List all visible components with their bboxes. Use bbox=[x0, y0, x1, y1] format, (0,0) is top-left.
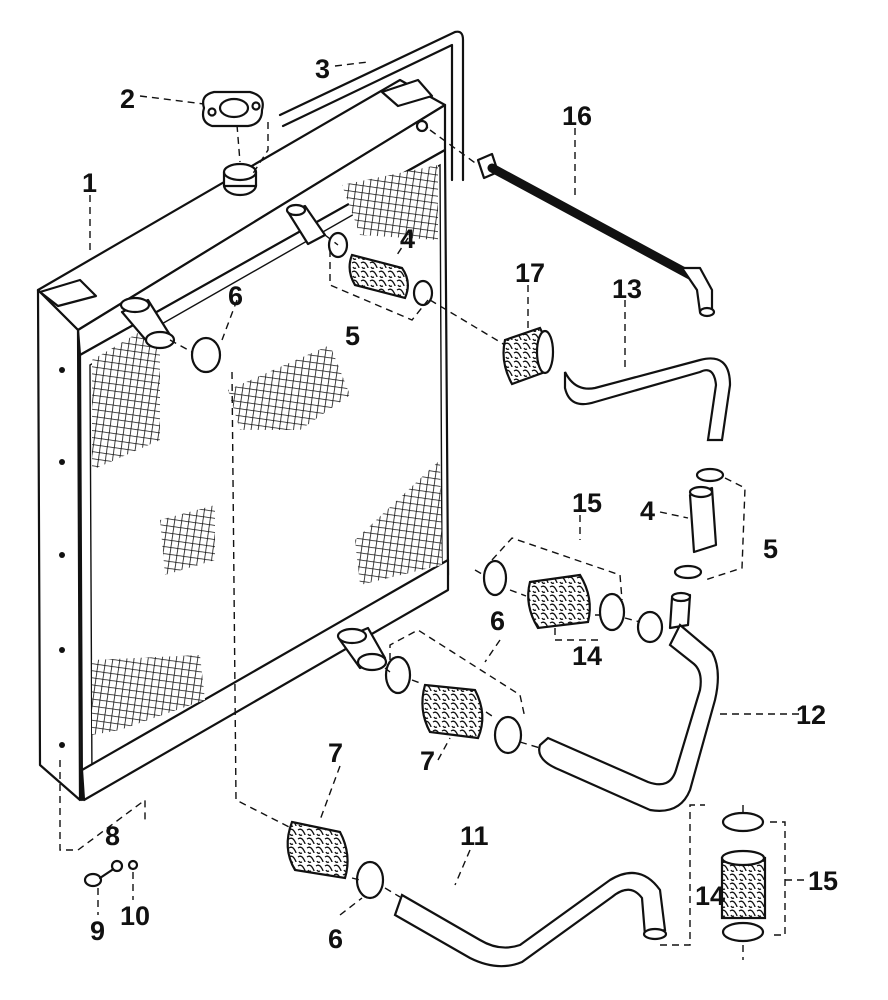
side-bolt bbox=[59, 647, 65, 653]
label-5-right: 5 bbox=[763, 534, 778, 564]
label-11: 11 bbox=[460, 821, 489, 851]
washer-8 bbox=[110, 859, 124, 873]
label-14-right: 14 bbox=[695, 881, 725, 911]
leader-4-upper bbox=[394, 237, 409, 259]
overflow-pipe bbox=[278, 30, 465, 182]
bottom-sleeve-7 bbox=[286, 820, 385, 900]
leader-7-bottom bbox=[319, 765, 341, 821]
leader-3 bbox=[334, 61, 369, 67]
label-8: 8 bbox=[105, 821, 120, 851]
leader-11 bbox=[454, 849, 471, 886]
label-13: 13 bbox=[612, 274, 642, 304]
label-12: 12 bbox=[796, 700, 826, 730]
bracket-5-right bbox=[704, 477, 746, 581]
label-15-mid: 15 bbox=[572, 488, 602, 518]
leader-6-bottom bbox=[339, 897, 363, 916]
pipe-16 bbox=[415, 119, 716, 318]
label-16: 16 bbox=[562, 101, 592, 131]
leader-6-mid bbox=[484, 639, 501, 663]
lower-sleeve-7 bbox=[384, 655, 523, 755]
bottom-hose-11 bbox=[393, 871, 668, 968]
leader-7-mid bbox=[437, 737, 451, 761]
upper-sleeve-4 bbox=[327, 231, 434, 307]
label-15-right: 15 bbox=[808, 866, 838, 896]
leaders-9-10 bbox=[97, 872, 134, 915]
part-labels: 1 2 3 4 5 16 17 13 6 4 5 15 14 6 7 12 7 … bbox=[82, 54, 838, 954]
right-sleeve-14 bbox=[720, 811, 767, 943]
radiator bbox=[36, 78, 450, 802]
leader-lower-left bbox=[231, 371, 296, 831]
bracket-5-upper bbox=[329, 250, 429, 321]
leader-hose-upper bbox=[324, 234, 506, 346]
label-2: 2 bbox=[120, 84, 135, 114]
sleeve-17 bbox=[502, 326, 555, 386]
bottom-dashes bbox=[351, 877, 401, 898]
leader-pipe bbox=[251, 122, 269, 176]
bracket-8 bbox=[59, 760, 146, 851]
label-4-upper: 4 bbox=[400, 224, 415, 254]
side-bolt bbox=[59, 367, 65, 373]
lower-outlet-fitting bbox=[336, 626, 388, 672]
label-1: 1 bbox=[82, 168, 97, 198]
gasket bbox=[201, 90, 264, 128]
bracket-15-right bbox=[770, 821, 805, 936]
leader-14-mid bbox=[554, 628, 600, 641]
lower-hose-12 bbox=[538, 610, 719, 812]
label-9: 9 bbox=[90, 916, 105, 946]
label-17: 17 bbox=[515, 258, 545, 288]
label-6-top: 6 bbox=[228, 281, 243, 311]
radiator-core-mesh bbox=[92, 165, 442, 735]
bolt-9 bbox=[83, 868, 114, 888]
label-10: 10 bbox=[120, 901, 150, 931]
label-4-mid: 4 bbox=[640, 496, 655, 526]
middle-sleeve-4 bbox=[668, 467, 725, 630]
lower-mid-dashes bbox=[384, 667, 541, 749]
side-bolt bbox=[59, 459, 65, 465]
label-7-mid: 7 bbox=[420, 746, 435, 776]
label-3: 3 bbox=[315, 54, 330, 84]
label-7-bottom: 7 bbox=[328, 738, 343, 768]
nut-10 bbox=[127, 859, 139, 871]
side-bolt bbox=[59, 742, 65, 748]
upper-left-outlet-fitting bbox=[119, 296, 176, 350]
label-14-mid: 14 bbox=[572, 641, 602, 671]
leader-clamp-6-top bbox=[169, 339, 193, 353]
bracket-15-bottom-left bbox=[660, 804, 705, 946]
middle-sleeve-14 bbox=[482, 559, 626, 632]
clamp-6-top bbox=[190, 336, 222, 374]
bracket-15-mid bbox=[491, 537, 623, 601]
leader-gasket bbox=[236, 124, 241, 163]
leader-pipe-16 bbox=[429, 129, 479, 166]
mid-dashes bbox=[474, 569, 641, 623]
label-6-mid: 6 bbox=[490, 606, 505, 636]
label-6-bottom: 6 bbox=[328, 924, 343, 954]
label-5-upper: 5 bbox=[345, 321, 360, 351]
leader-4-mid bbox=[659, 511, 689, 519]
side-bolt bbox=[59, 552, 65, 558]
leader-2 bbox=[139, 95, 205, 105]
upper-hose-13 bbox=[563, 357, 732, 442]
